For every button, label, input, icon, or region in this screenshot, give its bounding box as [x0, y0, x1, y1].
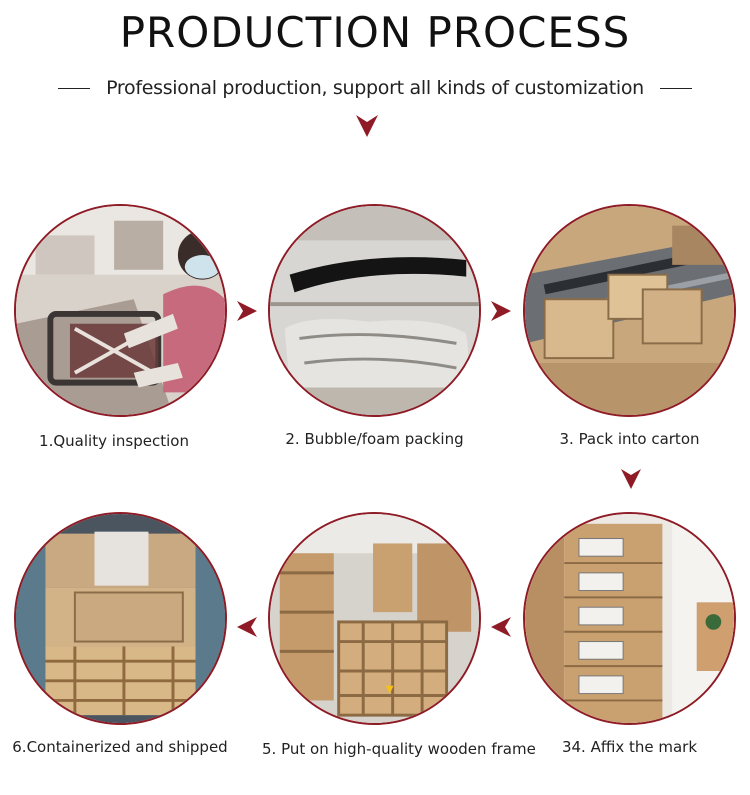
step-2-photo	[268, 204, 481, 417]
step-1-label: 1.Quality inspection	[39, 432, 189, 450]
divider-left	[58, 87, 91, 89]
step-4-photo	[523, 512, 736, 725]
step-2-label: 2. Bubble/foam packing	[285, 430, 464, 448]
right-arrow-icon	[237, 301, 257, 321]
step-5-label: 5. Put on high-quality wooden frame	[262, 740, 536, 758]
down-arrow-icon	[356, 115, 378, 137]
step-4-label: 34. Affix the mark	[561, 738, 698, 756]
page-title: PRODUCTION PROCESS	[119, 8, 631, 57]
step-6-photo	[14, 512, 227, 725]
right-arrow-icon	[491, 301, 511, 321]
step-6-label: 6.Containerized and shipped	[12, 738, 228, 756]
left-arrow-icon	[237, 617, 257, 637]
page-subtitle: Professional production, support all kin…	[106, 77, 644, 99]
divider-right	[659, 87, 692, 89]
step-3-photo	[523, 204, 736, 417]
step-5-photo	[268, 512, 481, 725]
step-1-photo	[14, 204, 227, 417]
left-arrow-icon	[491, 617, 511, 637]
step-3-label: 3. Pack into carton	[559, 430, 700, 448]
subtitle-row: Professional production, support all kin…	[0, 76, 750, 100]
down-arrow-icon	[621, 469, 641, 489]
